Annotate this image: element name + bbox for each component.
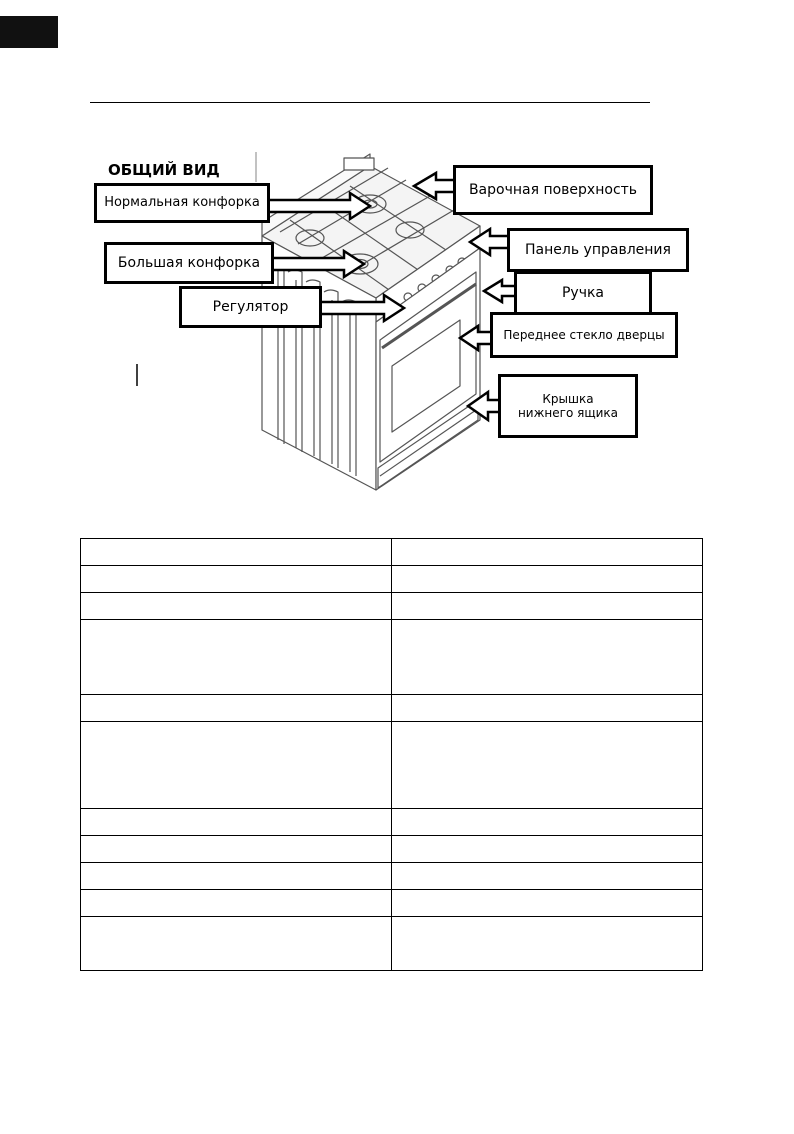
- table-cell: [391, 916, 703, 971]
- callout-control-panel-label: Панель управления: [525, 241, 671, 258]
- arrow-knob: [318, 292, 407, 324]
- table-cell: [80, 565, 392, 593]
- callout-door-glass: Переднее стекло дверцы: [490, 312, 678, 358]
- table-cell: [391, 721, 703, 809]
- table-cell: [80, 619, 392, 695]
- arrow-large-burner: [270, 248, 367, 280]
- callout-drawer-cover: Крышка нижнего ящика: [498, 374, 638, 438]
- callout-normal-burner: Нормальная конфорка: [94, 183, 270, 223]
- table-cell: [80, 694, 392, 722]
- table-row: [80, 538, 703, 566]
- spec-table: [80, 538, 703, 971]
- header-rule: [90, 102, 650, 103]
- callout-large-burner-label: Большая конфорка: [117, 254, 261, 271]
- callout-handle-label: Ручка: [561, 284, 605, 301]
- arrow-hob: [411, 170, 457, 202]
- arrow-normal-burner: [266, 190, 373, 222]
- table-row: [80, 694, 703, 722]
- table-row: [80, 565, 703, 593]
- callout-normal-burner-label: Нормальная конфорка: [104, 195, 260, 211]
- table-cell: [80, 916, 392, 971]
- callout-arrows: [266, 170, 518, 423]
- table-cell: [391, 694, 703, 722]
- arrow-control-panel: [467, 226, 511, 258]
- callout-hob-label: Варочная поверхность: [468, 181, 638, 198]
- table-row: [80, 862, 703, 890]
- table-cell: [391, 592, 703, 620]
- arrow-door-glass: [457, 323, 494, 353]
- callout-door-glass-label: Переднее стекло дверцы: [503, 327, 665, 342]
- table-cell: [80, 808, 392, 836]
- callout-knob-label: Регулятор: [212, 298, 289, 315]
- table-cell: [80, 835, 392, 863]
- table-row: [80, 835, 703, 863]
- callout-control-panel: Панель управления: [507, 228, 689, 272]
- table-cell: [391, 862, 703, 890]
- section-title: ОБЩИЙ ВИД: [108, 161, 220, 179]
- table-row: [80, 592, 703, 620]
- table-cell: [391, 565, 703, 593]
- table-row: [80, 916, 703, 971]
- table-cell: [80, 721, 392, 809]
- table-cell: [80, 889, 392, 917]
- callout-drawer-cover-label: Крышка нижнего ящика: [517, 391, 619, 420]
- page-tab-marker: [0, 16, 58, 48]
- table-row: [80, 721, 703, 809]
- table-cell: [391, 619, 703, 695]
- table-cell: [80, 538, 392, 566]
- table-cell: [80, 592, 392, 620]
- table-cell: [391, 538, 703, 566]
- callout-handle: Ручка: [514, 271, 652, 315]
- table-row: [80, 808, 703, 836]
- table-cell: [80, 862, 392, 890]
- callout-large-burner: Большая конфорка: [104, 242, 274, 284]
- table-row: [80, 889, 703, 917]
- table-cell: [391, 889, 703, 917]
- callout-knob: Регулятор: [179, 286, 322, 328]
- table-cell: [391, 835, 703, 863]
- callout-hob: Варочная поверхность: [453, 165, 653, 215]
- arrow-handle: [481, 277, 518, 305]
- table-row: [80, 619, 703, 695]
- arrow-drawer-cover: [465, 389, 502, 423]
- table-cell: [391, 808, 703, 836]
